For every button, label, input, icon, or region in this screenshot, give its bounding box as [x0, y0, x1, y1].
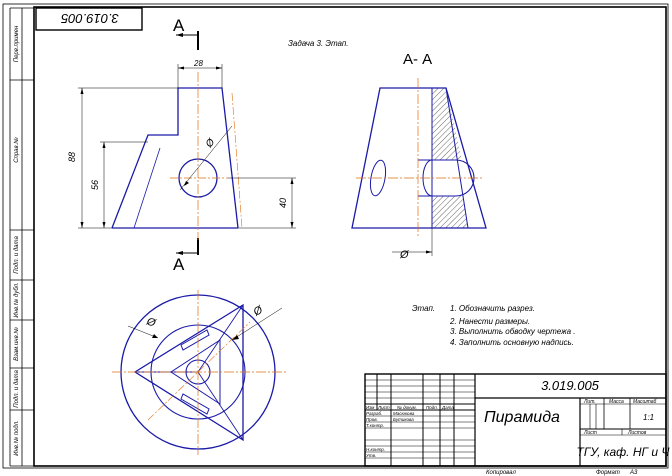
copied-label: Копировал: [486, 470, 516, 476]
section-view: А- А Ø: [351, 51, 487, 261]
col-doc: № докум.: [397, 405, 417, 410]
organisation: ТГУ, каф. НГ и Ч: [577, 445, 671, 459]
side-label-0: Перв.примен: [14, 25, 20, 62]
role-check: Пров.: [366, 417, 378, 422]
role-check-name: Бутикова: [393, 417, 414, 422]
section-letter-top: А: [173, 16, 185, 35]
section-title: А- А: [403, 51, 432, 68]
format-label: Формат: [596, 470, 620, 476]
col-list: Лист: [377, 405, 390, 410]
instruction-1: 1. Обозначить разрез.: [450, 304, 535, 313]
side-label-4: Взам.инв.№: [13, 327, 20, 361]
section-letter-bottom: А: [173, 255, 185, 274]
role-dev-name: Масюкова: [393, 411, 415, 416]
dim-hole-diameter: Ø: [203, 136, 218, 151]
col-lit: Лит.: [583, 399, 596, 405]
instructions-heading: Этап.: [412, 304, 435, 313]
sheet-label: Лист: [583, 430, 597, 436]
side-strip: Перв.примен Справ.№ Подп. и дата Инв.№ д…: [9, 7, 34, 467]
side-label-3: Инв.№ дубл.: [13, 282, 20, 317]
title-block: Изм Лист № докум. Подп. Дата Разраб. Мас…: [364, 373, 671, 476]
instruction-2: 2. Нанести размеры.: [449, 317, 530, 326]
dim-88: 88: [67, 152, 77, 162]
task-title: Задача 3. Этап.: [288, 39, 349, 48]
front-view: А А 28 88 56: [67, 16, 296, 274]
top-stamp: 3.019.005: [35, 7, 143, 31]
instruction-3: 3. Выполнить обводку чертежа .: [450, 327, 576, 336]
instructions: Этап. 1. Обозначить разрез. 2. Нанести р…: [412, 304, 576, 347]
outer-frame: [2, 3, 669, 469]
instruction-4: 4. Заполнить основную надпись.: [450, 338, 574, 347]
side-label-1: Справ.№: [13, 137, 20, 163]
side-label-5: Подп. и дата: [14, 370, 20, 408]
col-scale: Масштаб: [633, 399, 657, 405]
role-approve: Утв.: [366, 453, 376, 458]
role-dev: Разраб.: [366, 411, 382, 416]
role-tcontrol: Т.контр.: [366, 423, 384, 428]
col-date: Дата: [441, 405, 454, 410]
top-dim-right: Ø: [251, 303, 267, 319]
dim-40: 40: [278, 198, 288, 208]
section-dim: Ø: [399, 249, 410, 261]
top-view: Ø Ø: [112, 290, 286, 455]
role-ncontrol: Н.контр.: [366, 447, 385, 452]
sheets-label: Листов: [627, 430, 647, 436]
part-name: Пирамида: [484, 409, 560, 426]
col-izm: Изм: [366, 405, 374, 410]
scale-value: 1:1: [643, 413, 654, 422]
inner-frame: [33, 6, 667, 467]
designation: 3.019.005: [541, 378, 600, 393]
side-label-6: Инв.№ подл.: [13, 420, 20, 456]
side-label-2: Подп. и дата: [14, 236, 20, 274]
format-value: А3: [629, 470, 638, 476]
col-sign: Подп.: [426, 405, 438, 410]
dim-28: 28: [193, 59, 203, 68]
col-mass: Масса: [609, 399, 624, 405]
top-dim-left: Ø: [144, 315, 158, 330]
dim-56: 56: [90, 180, 100, 190]
top-stamp-text: 3.019.005: [60, 11, 119, 26]
